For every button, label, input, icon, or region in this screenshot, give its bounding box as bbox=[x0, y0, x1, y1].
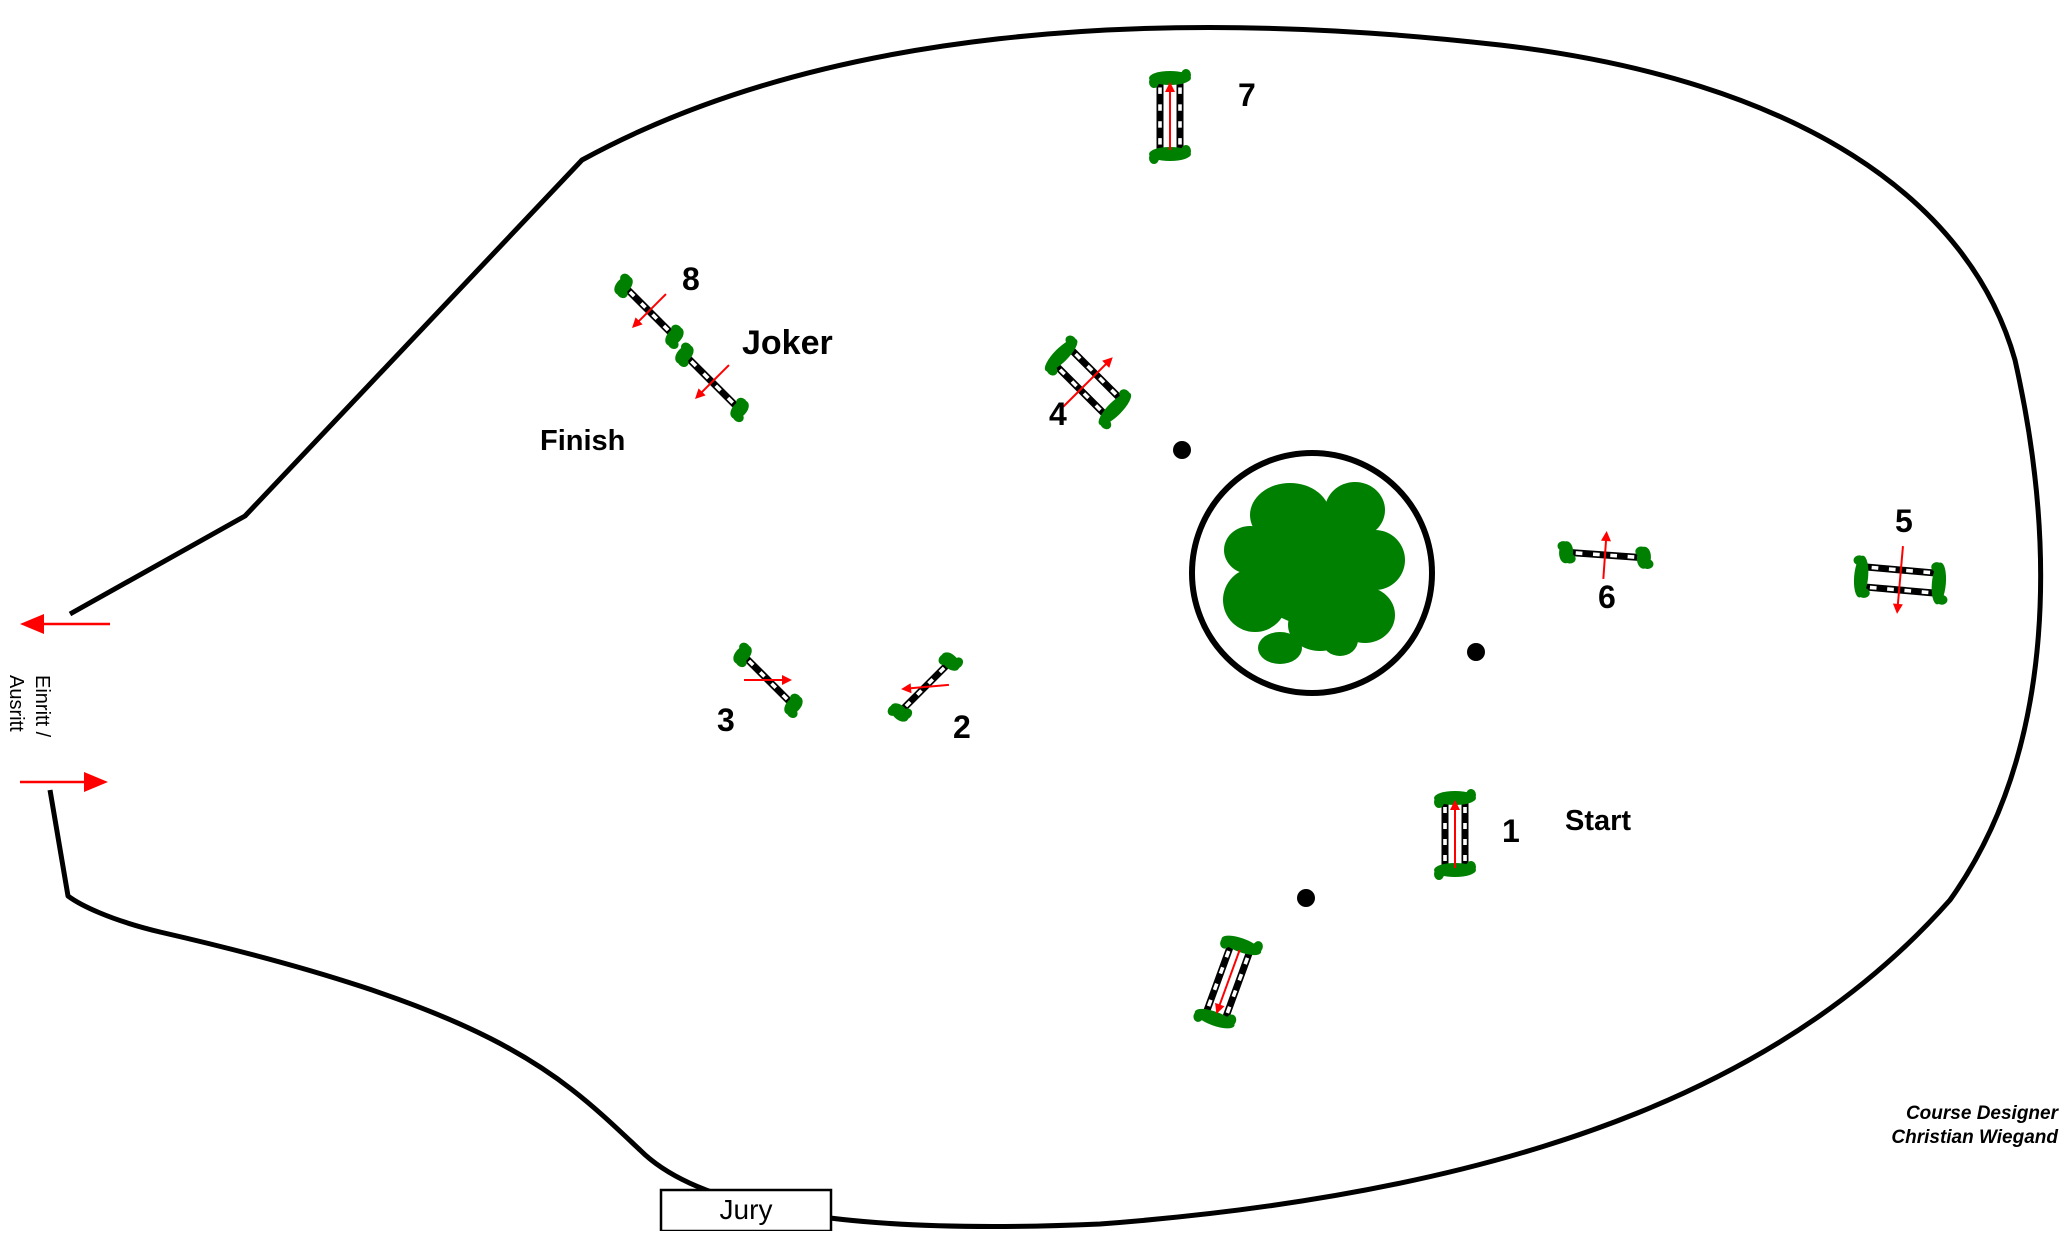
designer-credit-line2: Christian Wiegand bbox=[1891, 1127, 2058, 1148]
entrance-label-line1: Einritt / bbox=[31, 675, 53, 738]
fence-8b bbox=[675, 342, 749, 423]
fence-7 bbox=[1149, 69, 1191, 164]
finish-label: Finish bbox=[540, 425, 625, 457]
fence-6 bbox=[1557, 531, 1654, 580]
fence-2 bbox=[887, 652, 964, 722]
jury-label: Jury bbox=[720, 1194, 773, 1225]
joker-label: Joker bbox=[742, 324, 833, 362]
obstacle-number-4: 4 bbox=[1049, 396, 1067, 432]
obstacle-number-7: 7 bbox=[1238, 77, 1256, 113]
arena-boundary bbox=[47, 25, 2044, 1229]
obstacle-number-5: 5 bbox=[1895, 503, 1913, 539]
designer-credit-line1: Course Designer bbox=[1906, 1103, 2060, 1124]
jury-box bbox=[659, 1188, 833, 1233]
obstacle-number-6: 6 bbox=[1598, 579, 1616, 615]
fence-5 bbox=[1853, 546, 1948, 614]
obstacle-number-3: 3 bbox=[717, 702, 735, 738]
fence-4 bbox=[1044, 335, 1132, 430]
exit-arrow bbox=[20, 614, 110, 634]
fence-extra bbox=[1193, 935, 1263, 1029]
start-label: Start bbox=[1565, 805, 1631, 837]
obstacle-number-1: 1 bbox=[1502, 813, 1520, 849]
obstacle-number-8: 8 bbox=[682, 261, 700, 297]
entry-arrow bbox=[20, 772, 108, 792]
entrance-label-line2: Ausritt bbox=[5, 675, 27, 732]
fence-3 bbox=[733, 642, 803, 719]
obstacle-number-2: 2 bbox=[953, 709, 971, 745]
marker-dot bbox=[1173, 441, 1191, 459]
marker-dot bbox=[1297, 889, 1315, 907]
fence-8a bbox=[614, 273, 684, 350]
fences bbox=[614, 69, 1948, 1029]
tree-icon bbox=[1223, 482, 1405, 664]
fence-1 bbox=[1434, 789, 1476, 880]
marker-dot bbox=[1467, 643, 1485, 661]
